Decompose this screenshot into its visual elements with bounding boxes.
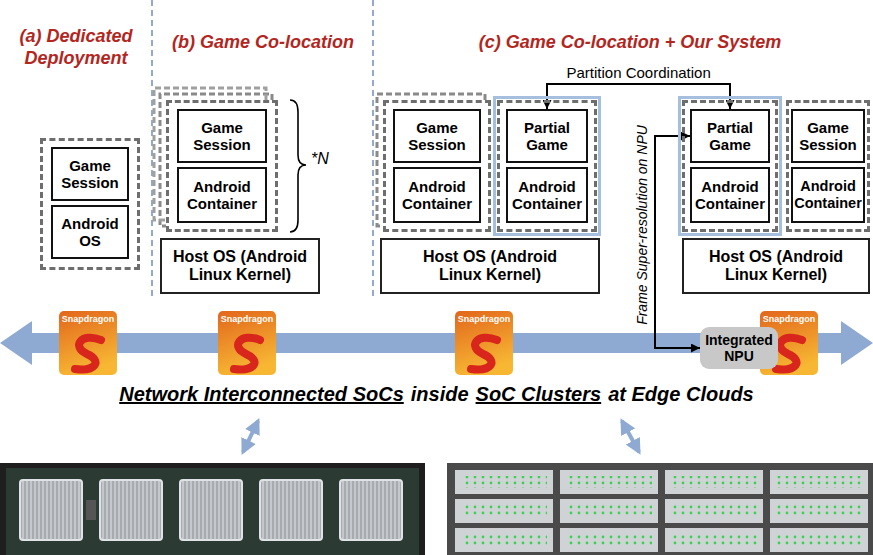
node-text: Android Container <box>509 178 585 213</box>
colocated-group: Game SessionAndroid Container <box>383 100 491 232</box>
node-text: Android OS <box>54 215 126 250</box>
soc-board-photo <box>0 463 425 555</box>
cluster-caption: inside <box>411 383 469 406</box>
multiplier-label: *N <box>311 150 329 168</box>
host-os-box: Host OS (Android Linux Kernel) <box>380 238 600 294</box>
stack-layer <box>160 94 272 226</box>
snapdragon-logo <box>59 311 117 375</box>
node-text: Android Container <box>180 178 264 213</box>
logo-text: Snapdragon <box>455 314 513 324</box>
host-os-box: Host OS (Android Linux Kernel) <box>160 238 320 294</box>
coordination-arrow <box>547 84 730 109</box>
soc-cluster-photo <box>447 463 873 555</box>
edge-label: Frame Super-resolution on NPU <box>634 122 650 328</box>
logo-text: Snapdragon <box>218 314 276 324</box>
container-box: Android Container <box>791 167 865 223</box>
link-arrow <box>622 421 639 452</box>
game-session-box: Game Session <box>51 147 129 201</box>
node-text: Partial Game <box>509 119 585 154</box>
os-box: Android OS <box>51 205 129 259</box>
cluster-caption: at Edge Clouds <box>608 383 754 406</box>
container-box: Android Container <box>506 167 588 223</box>
snapdragon-logo <box>455 311 513 375</box>
link-arrow <box>243 421 258 452</box>
edge-label: Partition Coordination <box>564 64 714 81</box>
partial-game-group: Partial GameAndroid Container <box>497 100 597 232</box>
game-session-box: Game Session <box>177 109 267 163</box>
node-text: Game Session <box>794 119 862 154</box>
node-text: Host OS (Android Linux Kernel) <box>168 248 312 285</box>
node-text: Game Session <box>396 119 478 154</box>
npu-box: Integrated NPU <box>700 327 778 369</box>
node-text: Android Container <box>396 178 478 213</box>
panel-title: (a) Dedicated Deployment <box>4 26 148 69</box>
node-text: Game Session <box>54 157 126 192</box>
snapdragon-logo <box>218 311 276 375</box>
logo-text: Snapdragon <box>59 314 117 324</box>
partial-game-box: Partial Game <box>506 109 588 163</box>
node-text: Game Session <box>180 119 264 154</box>
partial-game-group: Partial GameAndroid Container <box>682 100 778 232</box>
stack-layer <box>154 88 266 220</box>
colocated-group: Game SessionAndroid Container <box>786 100 870 232</box>
panel-title: (c) Game Co-location + Our System <box>440 32 820 54</box>
container-box: Android Container <box>177 167 267 223</box>
colocated-group: Game SessionAndroid Container <box>166 100 278 232</box>
brace <box>290 100 306 232</box>
container-box: Android Container <box>690 167 770 223</box>
game-session-box: Game Session <box>393 109 481 163</box>
cluster-caption: Network Interconnected SoCs <box>119 383 404 406</box>
container-box: Android Container <box>393 167 481 223</box>
panel-title: (b) Game Co-location <box>158 32 368 54</box>
separator-line <box>372 0 374 300</box>
node-text: Android Container <box>794 178 862 211</box>
stack-layer <box>377 94 485 226</box>
game-session-box: Game Session <box>791 109 865 163</box>
node-text: Partial Game <box>693 119 767 154</box>
cluster-caption: SoC Clusters <box>476 383 602 406</box>
deployment-group: Game SessionAndroid OS <box>40 138 140 270</box>
node-text: Integrated NPU <box>704 332 774 364</box>
partial-game-box: Partial Game <box>690 109 770 163</box>
node-text: Android Container <box>693 178 767 213</box>
node-text: Host OS (Android Linux Kernel) <box>692 248 860 285</box>
logo-text: Snapdragon <box>760 314 818 324</box>
node-text: Host OS (Android Linux Kernel) <box>402 248 578 285</box>
host-os-box: Host OS (Android Linux Kernel) <box>682 238 870 294</box>
caption-row: Network Interconnected SoCs inside SoC Clu… <box>0 383 873 406</box>
